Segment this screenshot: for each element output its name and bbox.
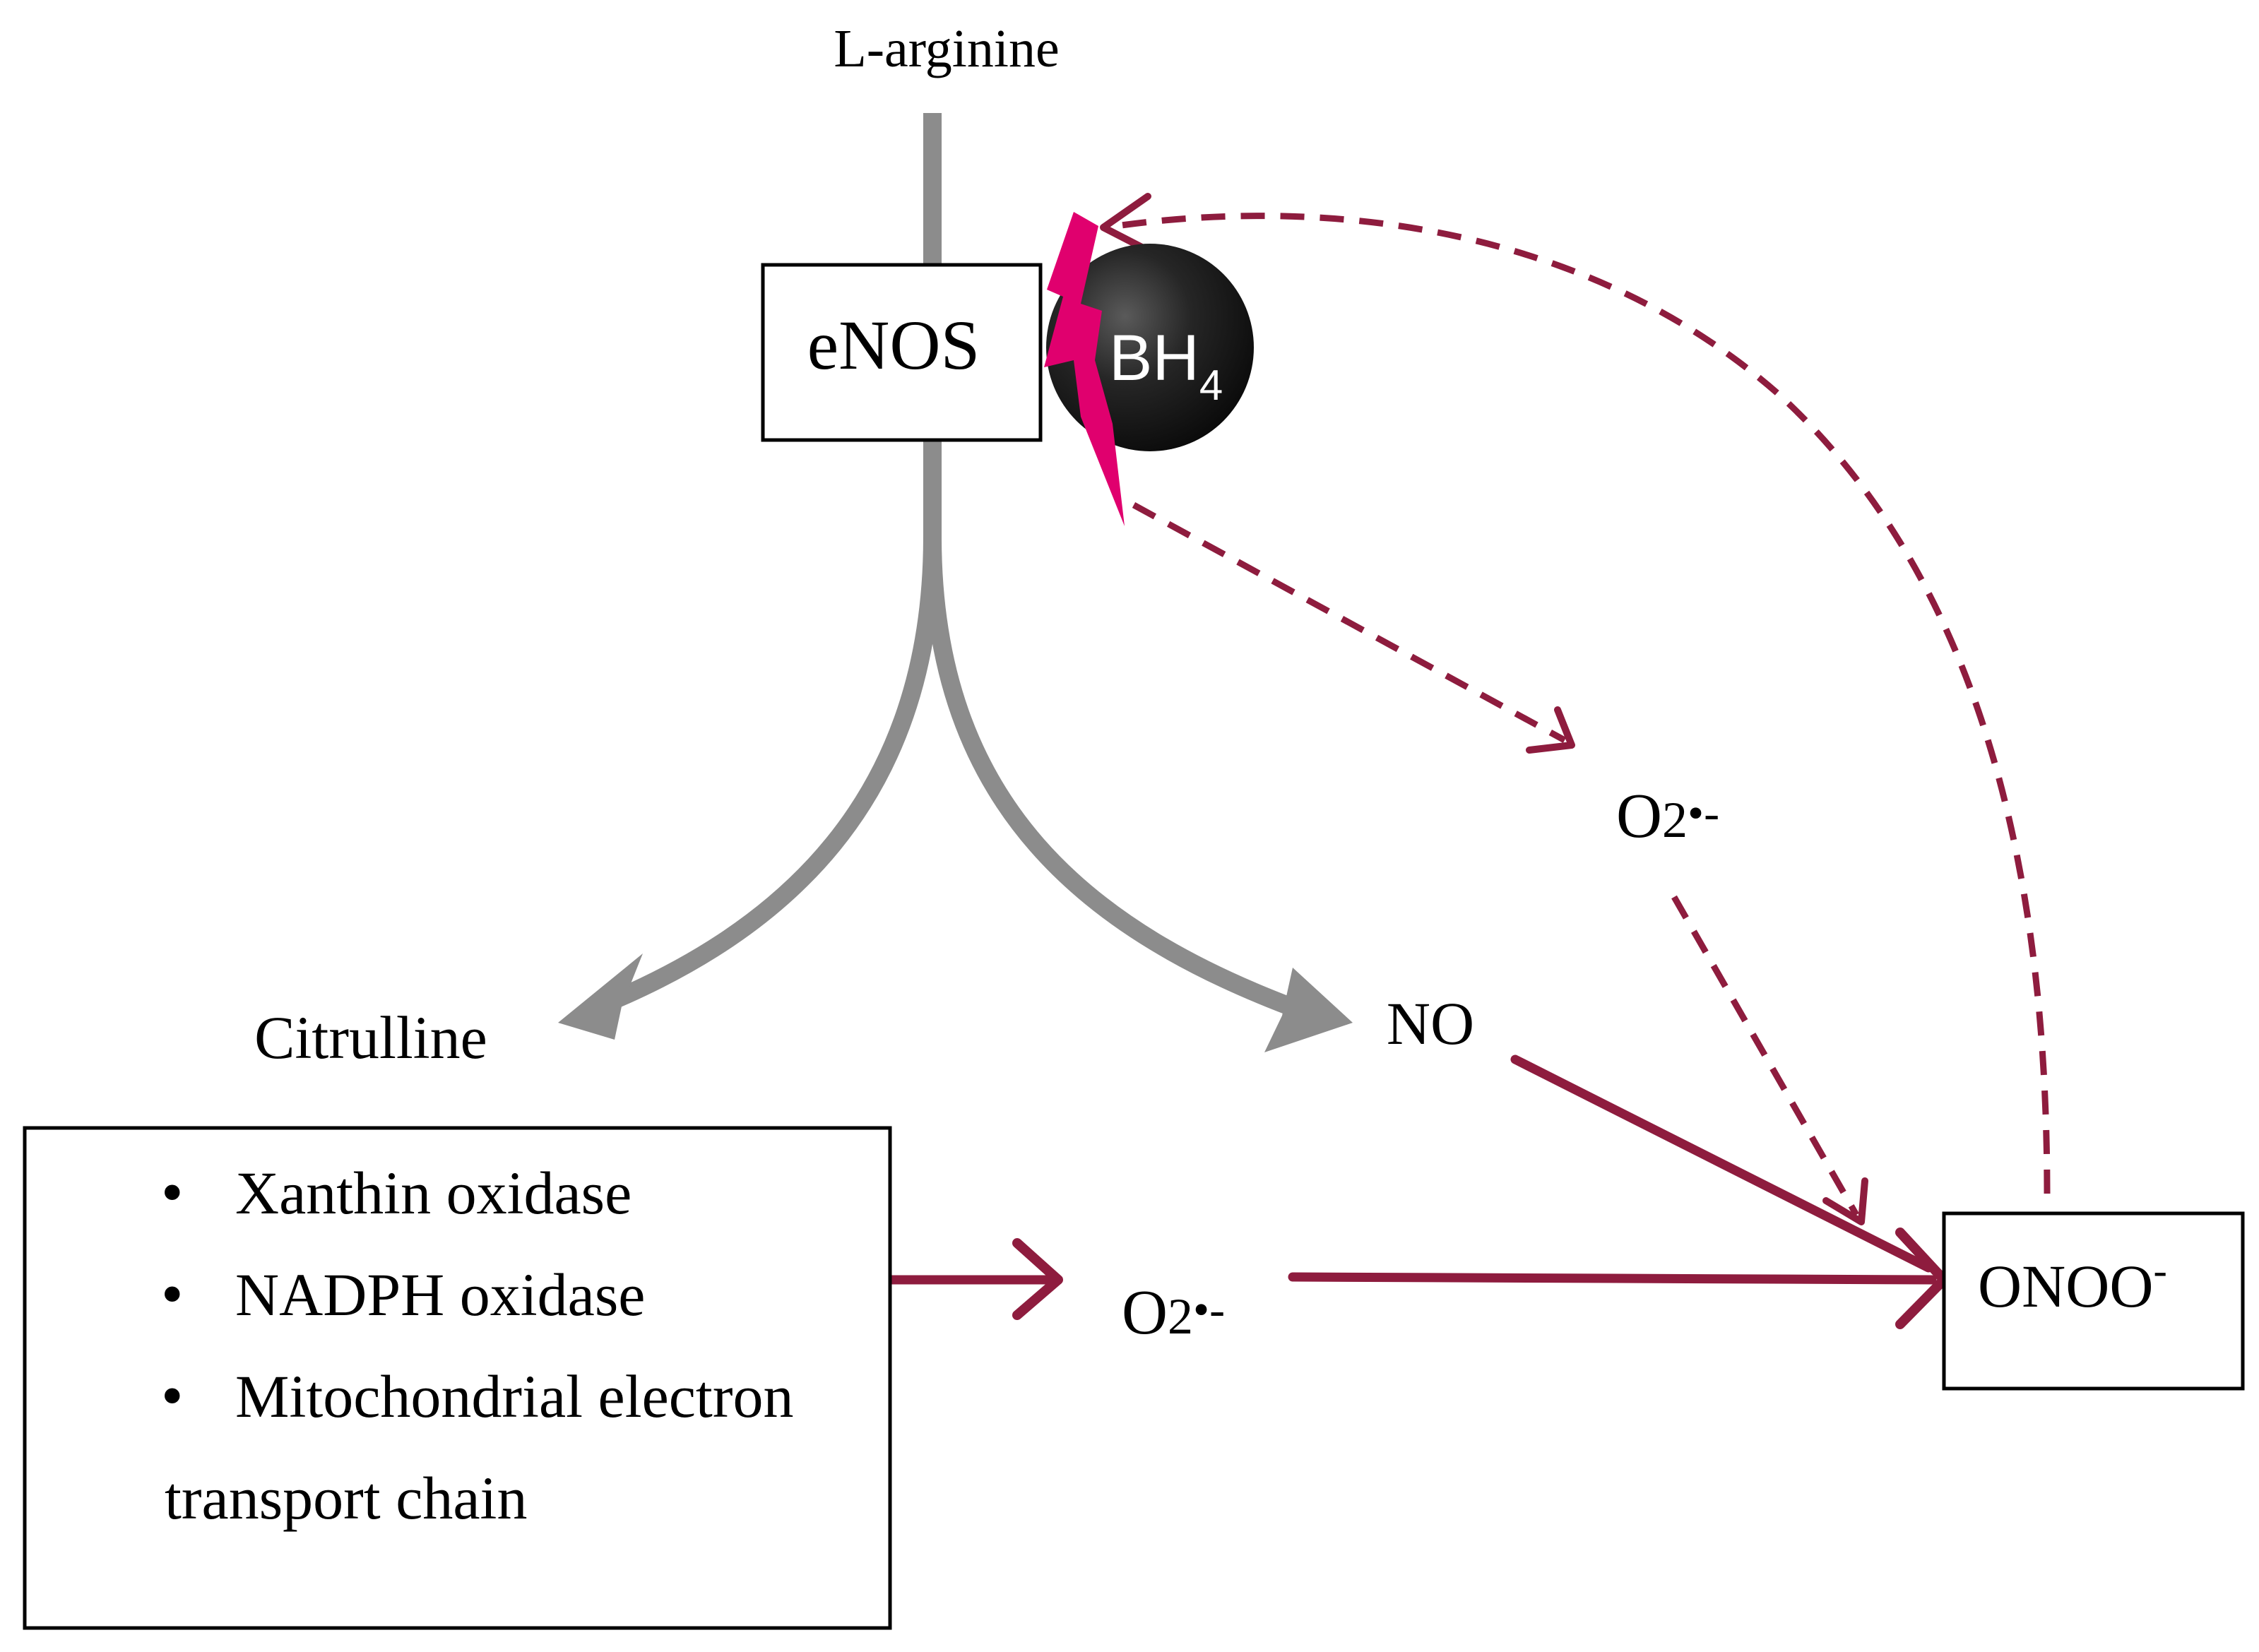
dashed-arrow-to-superoxide-top [1132, 502, 1567, 743]
sources-item: Xanthin oxidase [235, 1159, 632, 1227]
sources-arrowhead [1012, 1238, 1063, 1320]
arrow-no-to-onoo [1510, 1054, 1933, 1273]
onoo-box [1942, 1211, 2245, 1391]
branch-to-citrulline [600, 441, 942, 1013]
citrulline-arrowhead [558, 953, 643, 1040]
sources-box [23, 1126, 892, 1630]
lightning-bolt-icon [1044, 212, 1125, 526]
enos-box [761, 263, 1043, 442]
sources-item-continuation: transport chain [165, 1464, 527, 1532]
no-label: NO [1387, 990, 1474, 1057]
dashed-arrowhead-onoo [1822, 1177, 1868, 1225]
sources-list: • Xanthin oxidase • NADPH oxidase • Mito… [161, 1158, 793, 1532]
enos-label: eNOS [807, 306, 980, 384]
branch-to-no [923, 441, 1307, 1021]
dashed-arrowhead-superoxide-top [1526, 706, 1575, 754]
arrow-superoxide-to-onoo [1288, 1272, 1937, 1285]
gray-pathway [600, 113, 1307, 1021]
dashed-arrow-superoxide-to-onoo [1671, 895, 1859, 1217]
citrulline-label: Citrulline [254, 1004, 487, 1071]
superoxide-bottom-label: O2•- [1122, 1278, 1225, 1348]
no-arrowhead [1264, 968, 1353, 1052]
sources-bullet: • [161, 1259, 184, 1329]
superoxide-top-label: O2•- [1616, 781, 1719, 851]
l-arginine-label: L-arginine [834, 19, 1059, 78]
sources-item: NADPH oxidase [235, 1261, 645, 1329]
onoo-label: ONOO- [1978, 1247, 2167, 1320]
bh4-label: BH4 [1109, 322, 1223, 409]
dashed-feedback-curve [1115, 213, 2051, 1194]
sources-bullet: • [161, 1158, 184, 1228]
sources-item: Mitochondrial electron [235, 1362, 793, 1430]
feedback-arrowhead [1100, 193, 1154, 255]
sources-bullet: • [161, 1361, 184, 1431]
